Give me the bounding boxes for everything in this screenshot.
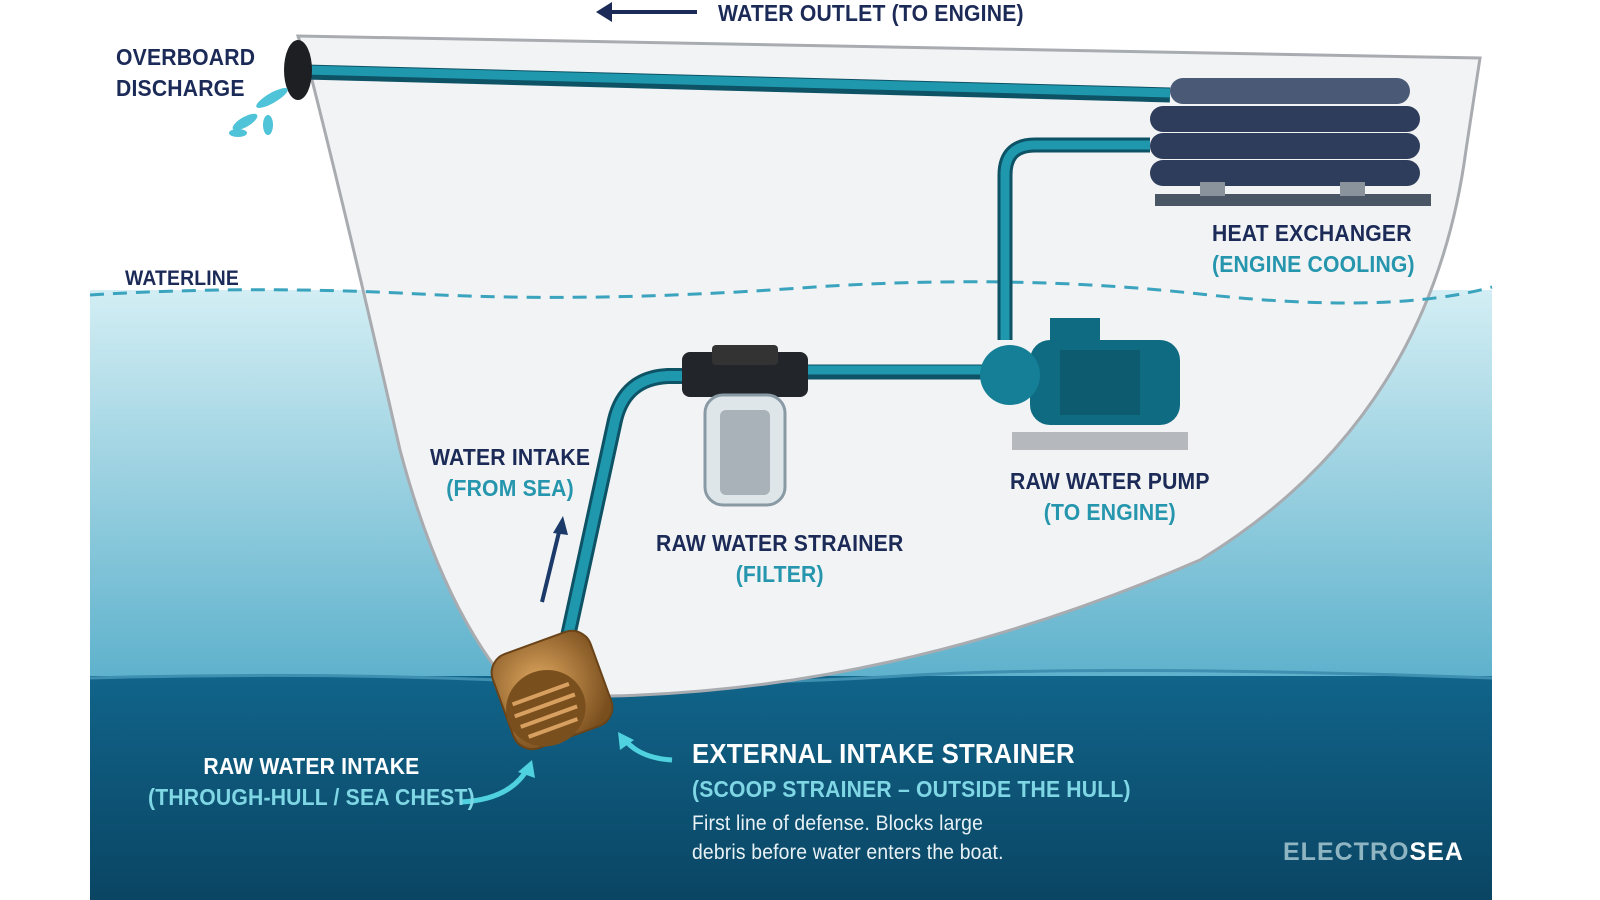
water-outlet-label: WATER OUTLET (TO ENGINE) <box>718 0 1024 26</box>
logo-part2: SEA <box>1409 838 1464 866</box>
waterline-dashes <box>89 280 1493 305</box>
waterline-label: WATERLINE <box>125 267 239 290</box>
spray-icon <box>229 88 288 137</box>
overboard-discharge-label: OVERBOARD DISCHARGE <box>116 42 255 104</box>
heat-exchanger-title: HEAT EXCHANGER <box>1212 220 1412 246</box>
external-strainer-desc1: First line of defense. Blocks large <box>692 812 984 835</box>
arrow-up-icon <box>540 516 568 603</box>
external-strainer-sub: (SCOOP STRAINER – OUTSIDE THE HULL) <box>692 776 1131 802</box>
heat-exchanger-sub: (ENGINE COOLING) <box>1212 251 1415 277</box>
intake-title: RAW WATER INTAKE <box>203 753 420 779</box>
heat-exchanger-label: HEAT EXCHANGER (ENGINE COOLING) <box>1212 218 1415 280</box>
raw-water-intake-label: RAW WATER INTAKE (THROUGH-HULL / SEA CHE… <box>148 751 475 813</box>
logo-part1: ELECTRO <box>1283 838 1410 866</box>
strainer-title: RAW WATER STRAINER <box>656 530 904 556</box>
raw-water-pump-label: RAW WATER PUMP (TO ENGINE) <box>1010 466 1210 528</box>
intake-sub: (THROUGH-HULL / SEA CHEST) <box>148 784 475 810</box>
overboard-line2: DISCHARGE <box>116 75 245 101</box>
pump-title: RAW WATER PUMP <box>1010 468 1210 494</box>
raw-water-strainer <box>682 345 808 507</box>
arrow-left-icon <box>596 2 697 22</box>
external-strainer-label: EXTERNAL INTAKE STRAINER (SCOOP STRAINER… <box>692 736 1131 867</box>
overboard-fitting <box>284 40 312 100</box>
electrosea-logo: ELECTROSEA <box>1283 838 1464 867</box>
strainer-sub: (FILTER) <box>735 561 824 587</box>
raw-water-pump <box>980 318 1188 450</box>
deep-water <box>90 676 1492 900</box>
overboard-line1: OVERBOARD <box>116 44 256 70</box>
external-intake-strainer <box>490 629 614 751</box>
water-intake-sub: (FROM SEA) <box>446 475 574 501</box>
water-intake-title: WATER INTAKE <box>430 444 591 470</box>
raw-water-strainer-label: RAW WATER STRAINER (FILTER) <box>656 528 903 590</box>
pump-sub: (TO ENGINE) <box>1043 499 1176 525</box>
heat-exchanger <box>1150 78 1431 206</box>
external-strainer-desc2: debris before water enters the boat. <box>692 841 1004 864</box>
external-strainer-title: EXTERNAL INTAKE STRAINER <box>692 738 1075 769</box>
water-intake-label: WATER INTAKE (FROM SEA) <box>430 442 590 504</box>
